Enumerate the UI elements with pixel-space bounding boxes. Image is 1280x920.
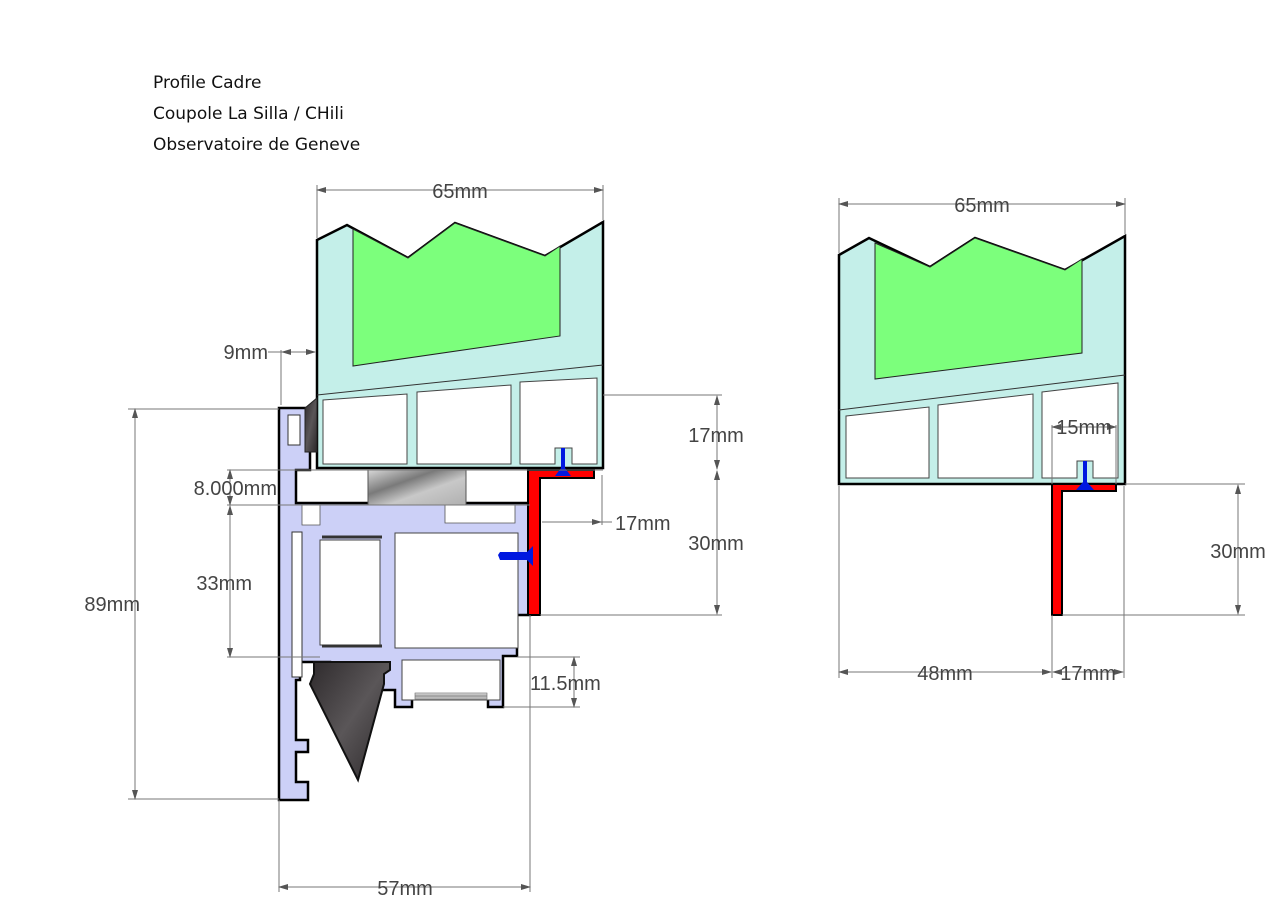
screw-right xyxy=(1076,461,1094,490)
top-gasket xyxy=(304,396,318,453)
dim-bottom-width: 57mm xyxy=(377,878,433,900)
dim-left-width-right: 48mm xyxy=(917,663,973,685)
dim-chamber: 15mm xyxy=(1056,417,1112,439)
title-profile: Profile Cadre xyxy=(153,73,262,93)
screw-top xyxy=(555,448,571,476)
dim-inner-height: 33mm xyxy=(196,573,252,595)
title-block: Profile Cadre Coupole La Silla / CHili O… xyxy=(153,68,360,161)
dim-frame-height: 89mm xyxy=(84,594,140,616)
right-drawing: 65mm 15mm 30mm 48mm 17mm xyxy=(837,195,1266,685)
dim-angle-height-right: 30mm xyxy=(1210,541,1266,563)
glazing-profile-right xyxy=(837,233,1127,486)
dim-left-offset: 9mm xyxy=(224,342,268,364)
glazing-profile xyxy=(315,219,605,470)
angle-bracket xyxy=(527,469,595,616)
left-drawing: 65mm 9mm 89mm 8.000mm 33mm 17mm xyxy=(84,181,743,900)
dim-top-width-right: 65mm xyxy=(954,195,1010,217)
dim-spacer: 8.000mm xyxy=(194,478,277,500)
dim-bottom-step: 11.5mm xyxy=(530,673,601,695)
dim-top-width: 65mm xyxy=(432,181,488,203)
dim-angle-width: 17mm xyxy=(615,513,671,535)
bottom-gasket xyxy=(308,661,391,783)
frame-profile xyxy=(277,406,532,802)
dim-height-upper: 17mm xyxy=(688,425,744,447)
spacer-block xyxy=(367,469,467,506)
dimensions-right: 65mm 15mm 30mm 48mm 17mm xyxy=(838,195,1266,685)
title-institution: Observatoire de Geneve xyxy=(153,135,361,155)
dim-angle-width-right: 17mm xyxy=(1060,663,1116,685)
title-site: Coupole La Silla / CHili xyxy=(153,104,344,124)
screw-side xyxy=(498,546,533,566)
dim-angle-height: 30mm xyxy=(688,533,744,555)
dimensions-left: 65mm 9mm 89mm 8.000mm 33mm 17mm xyxy=(84,181,743,900)
angle-bracket-right xyxy=(1051,483,1117,616)
